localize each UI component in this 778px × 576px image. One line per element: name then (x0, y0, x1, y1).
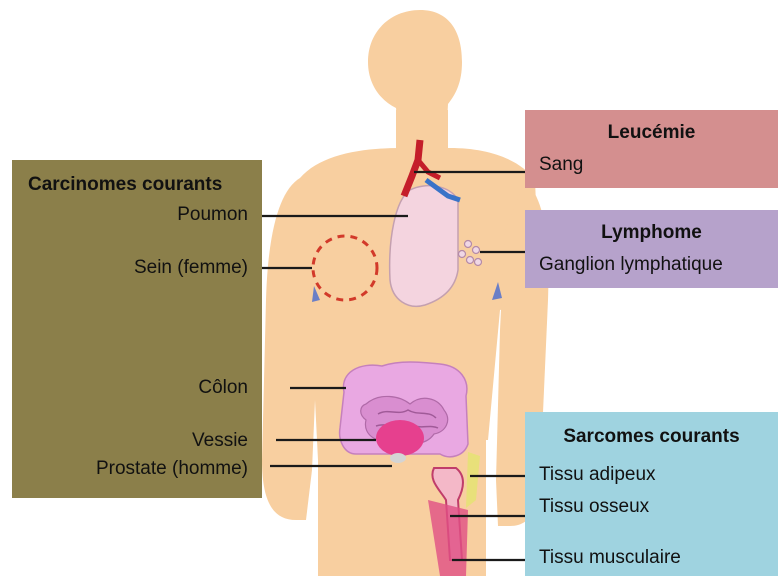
label-tissu-musculaire: Tissu musculaire (539, 547, 681, 569)
sarcomes-box: Sarcomes courants Tissu adipeux Tissu os… (525, 412, 778, 576)
label-vessie: Vessie (192, 430, 248, 452)
carcinomes-title: Carcinomes courants (28, 174, 222, 196)
carcinomes-box: Carcinomes courants Poumon Sein (femme) … (12, 160, 262, 498)
label-colon: Côlon (198, 377, 248, 399)
lymphome-box: Lymphome Ganglion lymphatique (525, 210, 778, 288)
lymphome-title: Lymphome (525, 222, 778, 244)
bladder (376, 420, 424, 456)
prostate (390, 453, 406, 463)
label-prostate: Prostate (homme) (96, 458, 248, 480)
label-poumon: Poumon (177, 204, 248, 226)
lung (390, 186, 458, 307)
left-arm (262, 178, 320, 520)
label-tissu-osseux: Tissu osseux (539, 496, 649, 518)
sarcomes-title: Sarcomes courants (525, 426, 778, 448)
label-sein: Sein (femme) (134, 257, 248, 279)
label-ganglion: Ganglion lymphatique (539, 254, 723, 276)
label-tissu-adipeux: Tissu adipeux (539, 464, 656, 486)
leucemie-title: Leucémie (525, 122, 778, 144)
label-sang: Sang (539, 154, 583, 176)
leucemie-box: Leucémie Sang (525, 110, 778, 188)
left-leg (318, 440, 382, 576)
